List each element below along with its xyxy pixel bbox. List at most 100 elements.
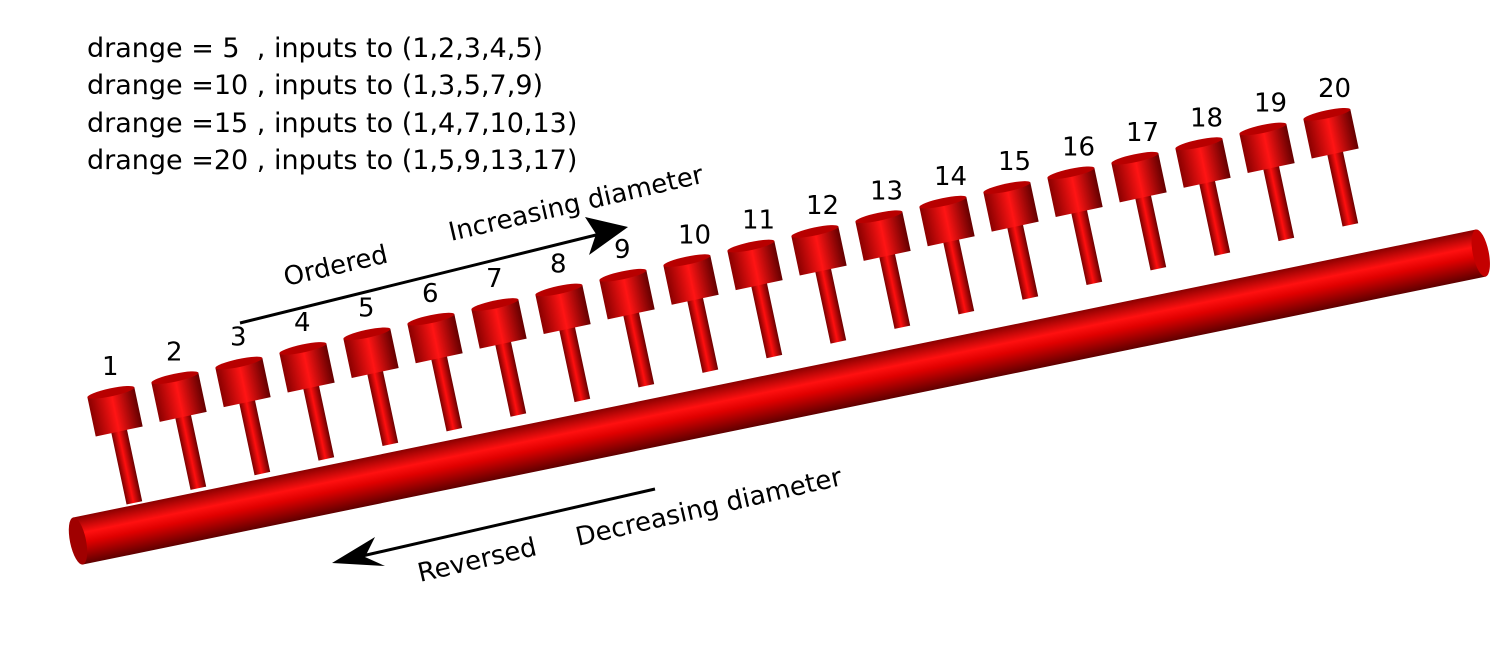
inlet-number-label: 2 xyxy=(166,337,183,367)
inlet-number-label: 11 xyxy=(742,206,775,236)
inlet-cap xyxy=(1303,107,1351,121)
legend-line: drange =15 , inputs to (1,4,7,10,13) xyxy=(87,108,578,139)
inlet-number-label: 16 xyxy=(1062,133,1095,163)
inlet-5 xyxy=(343,327,399,447)
inlet-number-label: 3 xyxy=(230,323,247,353)
inlet-stem xyxy=(1069,203,1103,286)
inlet-18 xyxy=(1175,137,1231,256)
inlet-number-label: 9 xyxy=(614,235,631,265)
inlet-cap xyxy=(1047,166,1095,180)
inlet-16 xyxy=(1047,166,1103,286)
inlet-stem xyxy=(1325,144,1359,227)
inlet-14 xyxy=(919,195,975,315)
inlet-20 xyxy=(1303,107,1359,227)
inlet-cap xyxy=(343,327,391,341)
legend-line: drange = 5 , inputs to (1,2,3,4,5) xyxy=(87,33,544,64)
inlet-cap xyxy=(983,181,1031,194)
inlet-stem xyxy=(685,291,719,373)
inlet-head xyxy=(791,226,847,276)
legend-line: drange =10 , inputs to (1,3,5,7,9) xyxy=(87,70,544,101)
inlet-number-label: 12 xyxy=(806,191,839,221)
inlet-cap xyxy=(663,254,711,267)
inlet-cap xyxy=(407,312,455,326)
inlet-head xyxy=(215,358,271,408)
inlet-12 xyxy=(791,225,847,344)
inlet-head xyxy=(407,314,463,364)
inlet-stem xyxy=(301,379,335,461)
inlet-stem xyxy=(813,262,847,344)
inlet-cap xyxy=(855,210,903,224)
inlet-number-label: 4 xyxy=(294,308,311,338)
inlet-head xyxy=(279,343,335,393)
legend-line: drange =20 , inputs to (1,5,9,13,17) xyxy=(87,145,578,176)
inlet-stem xyxy=(237,393,271,476)
inlet-3 xyxy=(215,356,271,476)
inlet-number-label: 10 xyxy=(678,220,711,250)
inlet-number-label: 8 xyxy=(550,250,567,280)
inlet-17 xyxy=(1111,151,1167,271)
ordered-label: Ordered xyxy=(281,240,391,293)
ordered-arrow xyxy=(239,217,628,325)
inlet-head xyxy=(471,299,527,349)
inlet-stem xyxy=(493,335,527,417)
main-pipe xyxy=(68,229,1490,565)
inlet-head xyxy=(1111,153,1167,203)
inlet-number-label: 18 xyxy=(1190,103,1223,133)
inlet-stem xyxy=(429,349,463,432)
inlet-13 xyxy=(855,210,911,329)
inlet-stem xyxy=(1133,188,1167,271)
decreasing-diameter-label: Decreasing diameter xyxy=(573,462,845,553)
inlet-head xyxy=(919,197,975,247)
inlet-stem xyxy=(173,408,207,490)
inlet-head xyxy=(1303,109,1359,159)
inlet-cap xyxy=(87,385,135,399)
inlet-cap xyxy=(919,195,967,209)
inlet-stem xyxy=(1005,218,1039,300)
inlet-head xyxy=(1047,167,1103,217)
inlet-2 xyxy=(151,371,207,490)
inlet-cap xyxy=(279,342,327,355)
inlet-19 xyxy=(1239,122,1295,242)
inlet-stem xyxy=(877,247,911,329)
inlet-cap xyxy=(535,283,583,297)
inlet-cap xyxy=(1239,122,1287,136)
inlet-7 xyxy=(471,298,527,417)
inlet-cap xyxy=(1111,151,1159,165)
inlet-head xyxy=(855,211,911,261)
inlet-number-label: 6 xyxy=(422,279,439,309)
inlet-4 xyxy=(279,342,335,461)
inlet-number-label: 13 xyxy=(870,176,903,206)
inlet-cap xyxy=(151,371,199,385)
inlet-head xyxy=(535,284,591,335)
inlet-stem xyxy=(1261,159,1295,242)
inlet-number-label: 7 xyxy=(486,264,503,294)
inlet-cap xyxy=(215,356,263,370)
inlet-number-label: 15 xyxy=(998,147,1031,177)
inlet-8 xyxy=(535,283,591,403)
inlet-number-label: 17 xyxy=(1126,118,1159,148)
inlet-head xyxy=(983,182,1039,232)
inlet-head xyxy=(1239,123,1295,174)
inlet-stem xyxy=(749,276,783,359)
inlet-number-label: 1 xyxy=(102,352,119,382)
inlet-cap xyxy=(791,225,839,238)
inlet-9 xyxy=(599,268,655,388)
inlet-11 xyxy=(727,239,783,359)
inlet-stem xyxy=(1197,174,1231,256)
inlet-head xyxy=(343,328,399,378)
inlet-stem xyxy=(557,320,591,403)
inlet-number-label: 20 xyxy=(1318,74,1351,104)
inlet-15 xyxy=(983,181,1039,300)
inlet-stem xyxy=(365,364,399,447)
inlet-6 xyxy=(407,312,463,432)
inlet-number-label: 14 xyxy=(934,162,967,192)
inlet-stem xyxy=(941,232,975,315)
inlet-stem xyxy=(109,422,143,505)
inlet-cap xyxy=(727,239,775,253)
inlet-1 xyxy=(87,385,143,505)
inlet-cap xyxy=(1175,137,1223,150)
inlet-head xyxy=(1175,138,1231,188)
inlet-head xyxy=(599,270,655,320)
